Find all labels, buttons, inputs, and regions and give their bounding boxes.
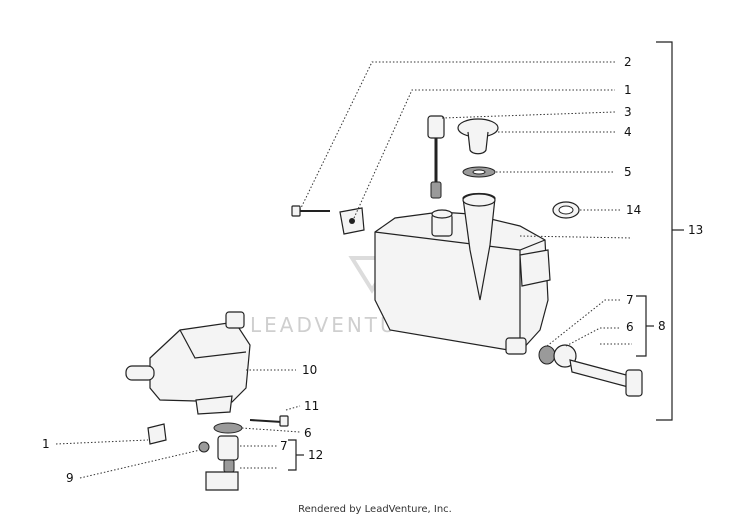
callout-1-top: 1: [624, 83, 632, 97]
callout-11: 11: [304, 399, 319, 413]
callout-13: 13: [688, 223, 703, 237]
callout-9: 9: [66, 471, 74, 485]
filler-cap: [457, 118, 499, 155]
callout-10: 10: [302, 363, 317, 377]
callout-12: 12: [308, 448, 323, 462]
callout-4: 4: [624, 125, 632, 139]
callout-14: 14: [626, 203, 641, 217]
dipstick: [427, 115, 445, 199]
footer-credit: Rendered by LeadVenture, Inc.: [298, 504, 452, 515]
callout-1-left: 1: [42, 437, 50, 451]
callout-6-right: 6: [626, 320, 634, 334]
callout-7-right: 7: [626, 293, 634, 307]
callout-2: 2: [624, 55, 632, 69]
hose-union: [538, 344, 643, 397]
mounting-bracket: [339, 207, 365, 235]
sealing-ring: [462, 166, 496, 178]
callout-7-left: 7: [280, 439, 288, 453]
group-brackets: [288, 41, 684, 471]
oil-tank: [374, 192, 551, 355]
leader-lines: [55, 61, 633, 479]
left-bracket: [147, 423, 167, 445]
callout-5: 5: [624, 165, 632, 179]
oil-pump-body: [125, 311, 251, 415]
callout-3: 3: [624, 105, 632, 119]
callout-6-left: 6: [304, 426, 312, 440]
pump-screw: [249, 415, 289, 427]
pump-fitting: [205, 435, 239, 491]
hose-clip: [552, 201, 580, 219]
pump-gasket: [213, 422, 243, 434]
small-washer: [198, 441, 210, 453]
callout-8: 8: [658, 319, 666, 333]
screw: [291, 205, 330, 217]
callout-labels: 2 1 3 4 5 14 13 7 6 8 10 11 6 7 12 1 9: [42, 55, 703, 485]
